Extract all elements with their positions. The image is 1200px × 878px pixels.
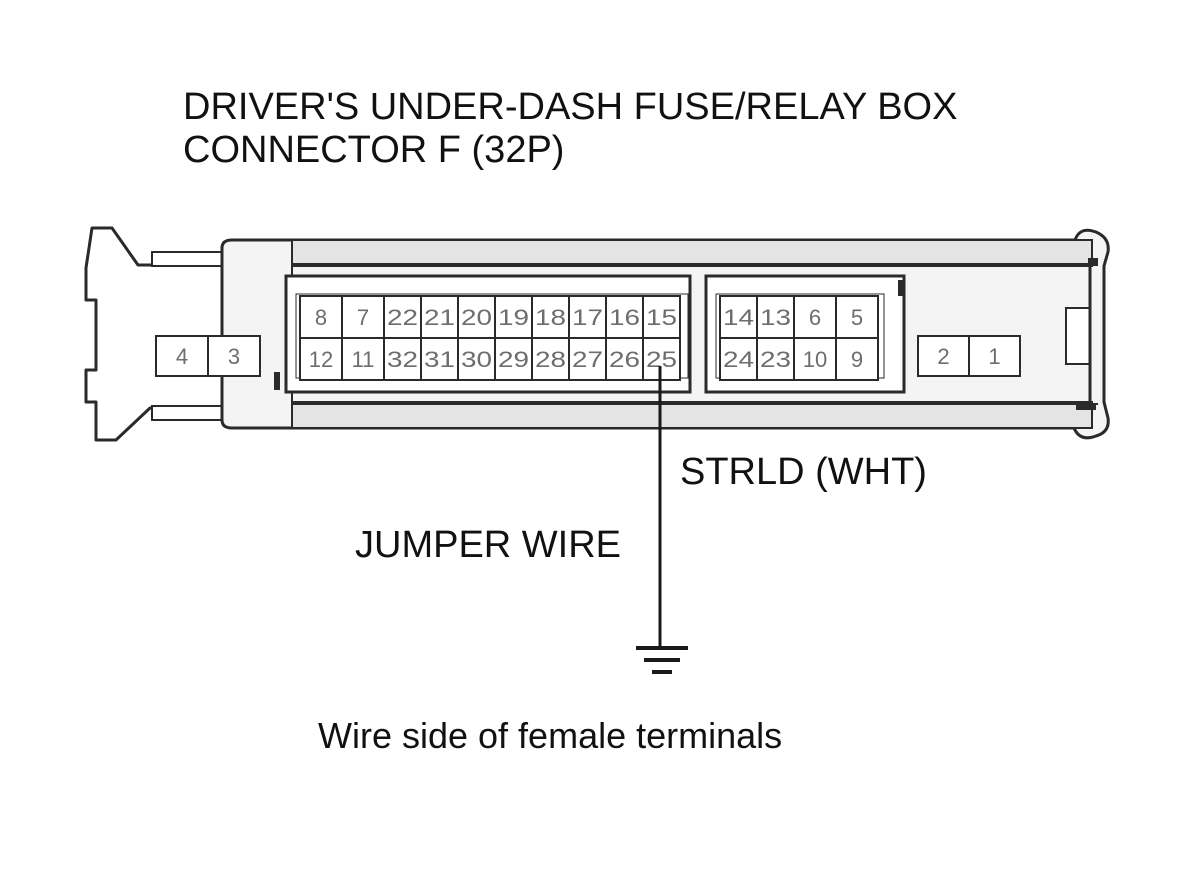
- right-latch-slot: [1065, 307, 1091, 365]
- terminal-cell: [420, 295, 459, 339]
- right-clip-bottom: [1076, 404, 1096, 410]
- terminal-cell: [494, 337, 533, 381]
- jumper-wire-label: JUMPER WIRE: [355, 524, 621, 566]
- wire-label: STRLD (WHT): [680, 451, 927, 493]
- terminal-number: 20: [461, 305, 492, 330]
- terminal-number: 28: [535, 347, 566, 372]
- diagram-caption: Wire side of female terminals: [318, 715, 783, 756]
- top-rail: [291, 239, 1093, 267]
- terminal-cell: [835, 337, 879, 381]
- terminal-number: 10: [803, 347, 827, 372]
- terminal-number: 17: [572, 305, 603, 330]
- title-line-2: CONNECTOR F (32P): [183, 129, 565, 171]
- terminal-number: 11: [352, 347, 375, 372]
- tab-block-bottom: [151, 405, 225, 421]
- ground-icon: [636, 646, 688, 674]
- terminal-number: 32: [387, 347, 418, 372]
- terminal-number: 4: [176, 344, 188, 369]
- terminal-number: 9: [851, 347, 863, 372]
- terminal-cell: [605, 337, 644, 381]
- terminal-cell: [299, 295, 343, 339]
- terminal-number: 5: [851, 305, 863, 330]
- terminal-number: 18: [535, 305, 566, 330]
- terminal-number: 12: [309, 347, 333, 372]
- terminal-number: 26: [609, 347, 640, 372]
- terminal-cell: [457, 337, 496, 381]
- terminal-cell: [341, 337, 385, 381]
- terminal-number: 24: [723, 347, 754, 372]
- diagram-title: DRIVER'S UNDER-DASH FUSE/RELAY BOX CONNE…: [183, 86, 957, 172]
- terminal-number: 23: [760, 347, 791, 372]
- terminal-number: 3: [228, 344, 240, 369]
- terminal-number: 1: [988, 344, 1000, 369]
- terminal-number: 8: [315, 305, 327, 330]
- terminal-cell: [299, 337, 343, 381]
- terminal-number: 2: [937, 344, 949, 369]
- title-line-1: DRIVER'S UNDER-DASH FUSE/RELAY BOX: [183, 86, 958, 128]
- tab-block-top: [151, 251, 225, 267]
- terminal-number: 27: [572, 347, 603, 372]
- terminal-number: 14: [723, 305, 754, 330]
- terminal-number: 6: [809, 305, 821, 330]
- terminal-number: 22: [387, 305, 418, 330]
- terminal-number: 19: [498, 305, 529, 330]
- terminal-cell: [835, 295, 879, 339]
- right-cavity-key: [898, 280, 904, 296]
- terminal-cell: [756, 295, 795, 339]
- terminal-cell: [793, 295, 837, 339]
- terminal-cell: [793, 337, 837, 381]
- terminal-number: 21: [424, 305, 455, 330]
- terminal-number: 16: [609, 305, 640, 330]
- terminal-cell: [568, 295, 607, 339]
- terminal-number: 15: [646, 305, 677, 330]
- terminal-cell: [756, 337, 795, 381]
- terminal-number: 30: [461, 347, 492, 372]
- terminal-cell: [207, 335, 261, 377]
- main-cavity-key: [274, 372, 280, 390]
- terminal-number: 31: [424, 347, 455, 372]
- terminal-cell: [383, 295, 422, 339]
- right-clip-top: [1088, 258, 1098, 266]
- terminal-cell: [968, 335, 1021, 377]
- terminal-cell: [568, 337, 607, 381]
- terminal-number: 29: [498, 347, 529, 372]
- bottom-rail: [291, 401, 1093, 429]
- terminal-number: 7: [357, 305, 369, 330]
- terminal-number: 13: [760, 305, 791, 330]
